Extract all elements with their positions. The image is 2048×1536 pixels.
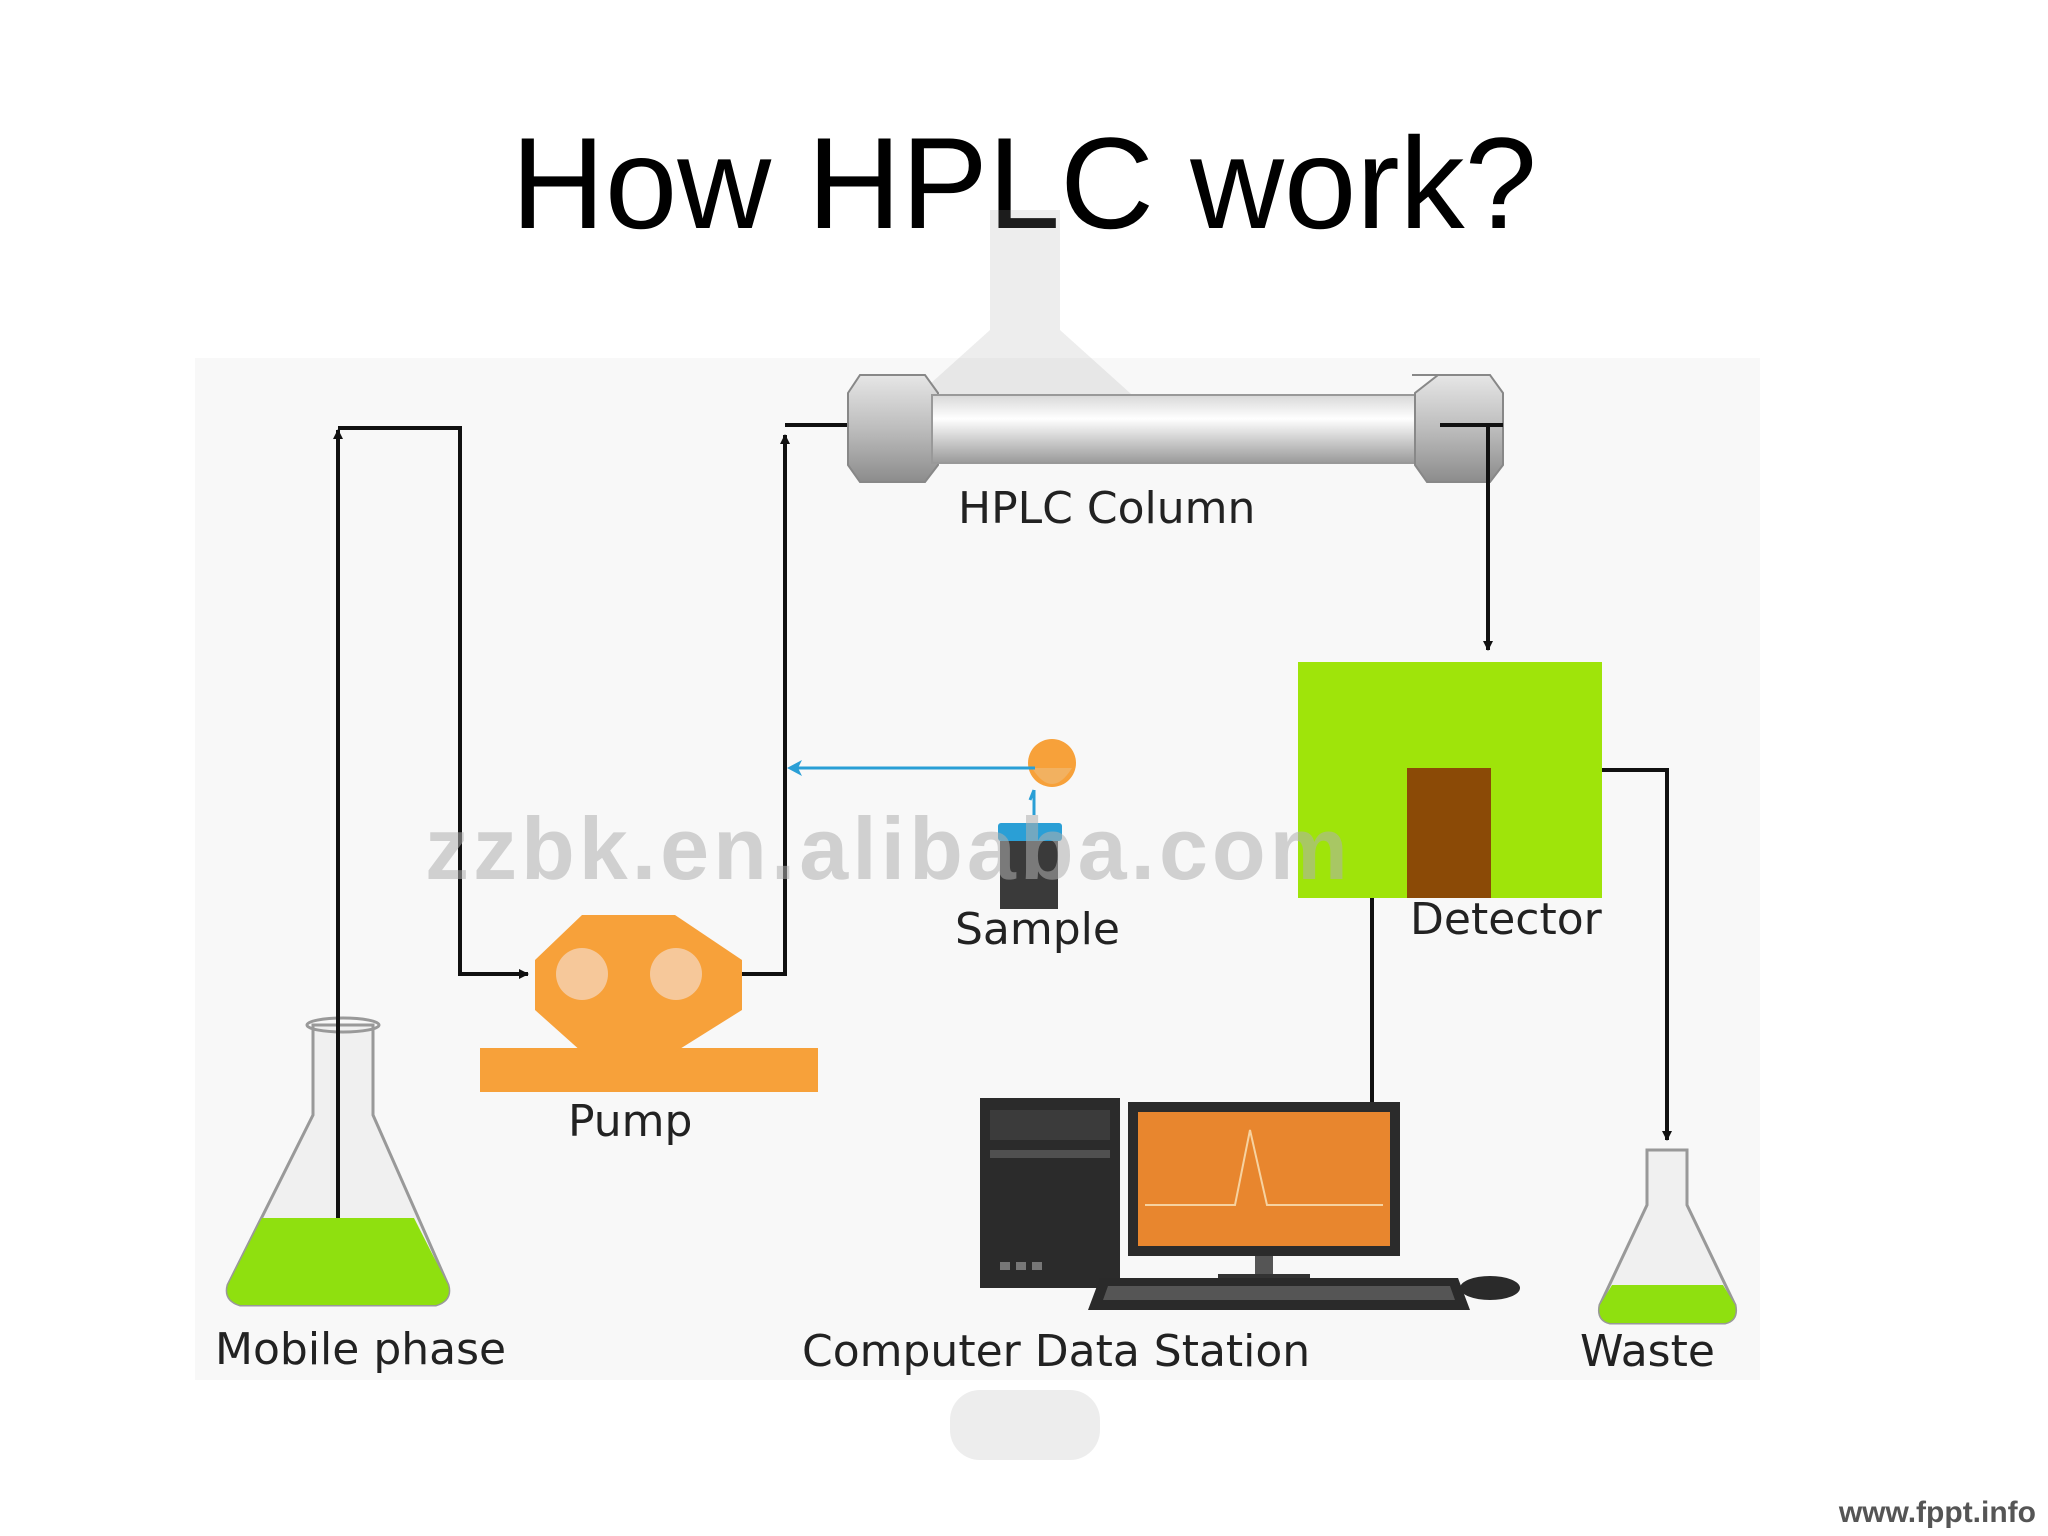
computer-tower bbox=[980, 1098, 1120, 1288]
hplc-column bbox=[847, 374, 1504, 483]
background-flask-decoration bbox=[890, 210, 1160, 1460]
detector-to-waste-line bbox=[1602, 768, 1672, 1141]
pump-to-column-line bbox=[742, 434, 790, 976]
watermark-text: zzbk.en.alibaba.com bbox=[425, 799, 1352, 898]
computer-data-station-label: Computer Data Station bbox=[802, 1326, 1311, 1377]
waste-label: Waste bbox=[1580, 1326, 1715, 1377]
mouse bbox=[1460, 1276, 1520, 1300]
mobile-phase-return-line bbox=[338, 426, 529, 979]
footer-url: www.fppt.info bbox=[1838, 1496, 2036, 1529]
hplc-column-label: HPLC Column bbox=[958, 483, 1256, 534]
sample-vial bbox=[998, 739, 1076, 909]
column-to-detector-line bbox=[1440, 423, 1503, 650]
sample-injection-arrowhead bbox=[787, 760, 802, 776]
detector-label: Detector bbox=[1410, 894, 1602, 945]
sample-label: Sample bbox=[955, 904, 1120, 955]
pump-label: Pump bbox=[568, 1096, 693, 1147]
pump bbox=[480, 915, 818, 1092]
mobile-phase-label: Mobile phase bbox=[215, 1324, 507, 1375]
page-title: How HPLC work? bbox=[511, 110, 1537, 256]
computer-monitor bbox=[1128, 1102, 1400, 1282]
keyboard bbox=[1088, 1278, 1470, 1310]
detector bbox=[1298, 662, 1602, 898]
waste-flask bbox=[1598, 1148, 1737, 1325]
